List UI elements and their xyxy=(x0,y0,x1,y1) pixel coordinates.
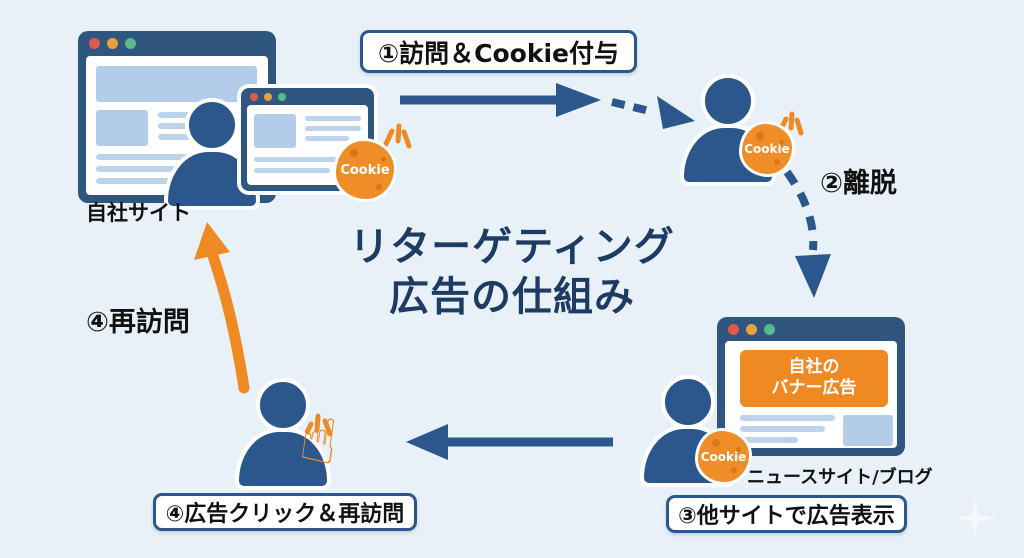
step2-label: ②離脱 xyxy=(820,168,897,199)
content-line xyxy=(254,157,358,162)
arrow-revisit-orange-icon xyxy=(194,222,250,394)
step1-label-box: ①訪問＆Cookie付与 xyxy=(360,30,637,73)
diagram-title: リターゲティング 広告の仕組み xyxy=(332,222,692,322)
content-line xyxy=(740,415,835,421)
step4-click-label-box: ④広告クリック＆再訪問 xyxy=(153,493,417,531)
cookie-badge-label: Cookie xyxy=(744,142,790,156)
browser-titlebar xyxy=(717,317,905,341)
diagram-title-line2: 広告の仕組み xyxy=(389,274,635,320)
content-hero-placeholder xyxy=(96,66,257,102)
user-head-icon xyxy=(185,98,239,152)
browser-titlebar xyxy=(241,88,374,105)
browser-titlebar xyxy=(78,31,276,56)
window-dot-yellow-icon xyxy=(107,38,118,49)
window-dot-red-icon xyxy=(728,323,739,335)
content-image-placeholder xyxy=(843,415,893,446)
user-head-icon xyxy=(701,74,755,128)
content-line xyxy=(96,166,246,172)
window-dot-green-icon xyxy=(125,38,136,49)
retargeting-banner-ad: 自社の バナー広告 xyxy=(740,350,888,407)
banner-ad-line1: 自社の xyxy=(788,357,840,377)
own-site-label: 自社サイト xyxy=(86,201,191,225)
content-image-placeholder xyxy=(96,110,148,146)
content-line xyxy=(96,154,246,160)
content-line xyxy=(740,437,798,443)
cookie-badge-label: Cookie xyxy=(340,162,390,178)
content-image-placeholder xyxy=(254,114,296,148)
cookie1-spark-icon xyxy=(383,123,412,149)
step4-revisit-label: ④再訪問 xyxy=(86,307,190,338)
clicking-user-icon xyxy=(235,378,331,490)
content-line xyxy=(740,426,825,432)
news-site-label: ニュースサイト/ブログ xyxy=(747,467,933,488)
content-line xyxy=(96,178,188,184)
window-dot-red-icon xyxy=(89,38,100,49)
window-dot-yellow-icon xyxy=(746,323,757,335)
content-line xyxy=(305,126,361,131)
content-line xyxy=(305,116,361,121)
arrow-step4-left-icon xyxy=(406,424,613,460)
content-line xyxy=(254,168,330,173)
news-site-browser: 自社の バナー広告 xyxy=(717,317,905,456)
browser-content: 自社の バナー広告 xyxy=(725,341,897,448)
arrow-step2-dashed-down-icon xyxy=(783,169,831,298)
banner-ad-line2: バナー広告 xyxy=(771,378,857,398)
cookie-badge-own-site: Cookie xyxy=(336,141,394,199)
user-head-icon xyxy=(661,375,715,429)
cookie-badge-news-site: Cookie xyxy=(698,431,749,482)
window-dot-green-icon xyxy=(764,323,775,335)
step3-label-box: ③他サイトで広告表示 xyxy=(666,495,907,533)
cookie-badge-user: Cookie xyxy=(742,124,792,174)
cookie-badge-label: Cookie xyxy=(700,449,747,464)
arrow-dashed-to-user-icon xyxy=(611,96,695,129)
arrow-step1-right-icon xyxy=(400,83,601,117)
window-dot-green-icon xyxy=(278,92,286,101)
window-dot-yellow-icon xyxy=(264,92,272,101)
diagram-title-line1: リターゲティング xyxy=(349,224,675,270)
content-line xyxy=(305,136,349,141)
window-dot-red-icon xyxy=(250,92,258,101)
